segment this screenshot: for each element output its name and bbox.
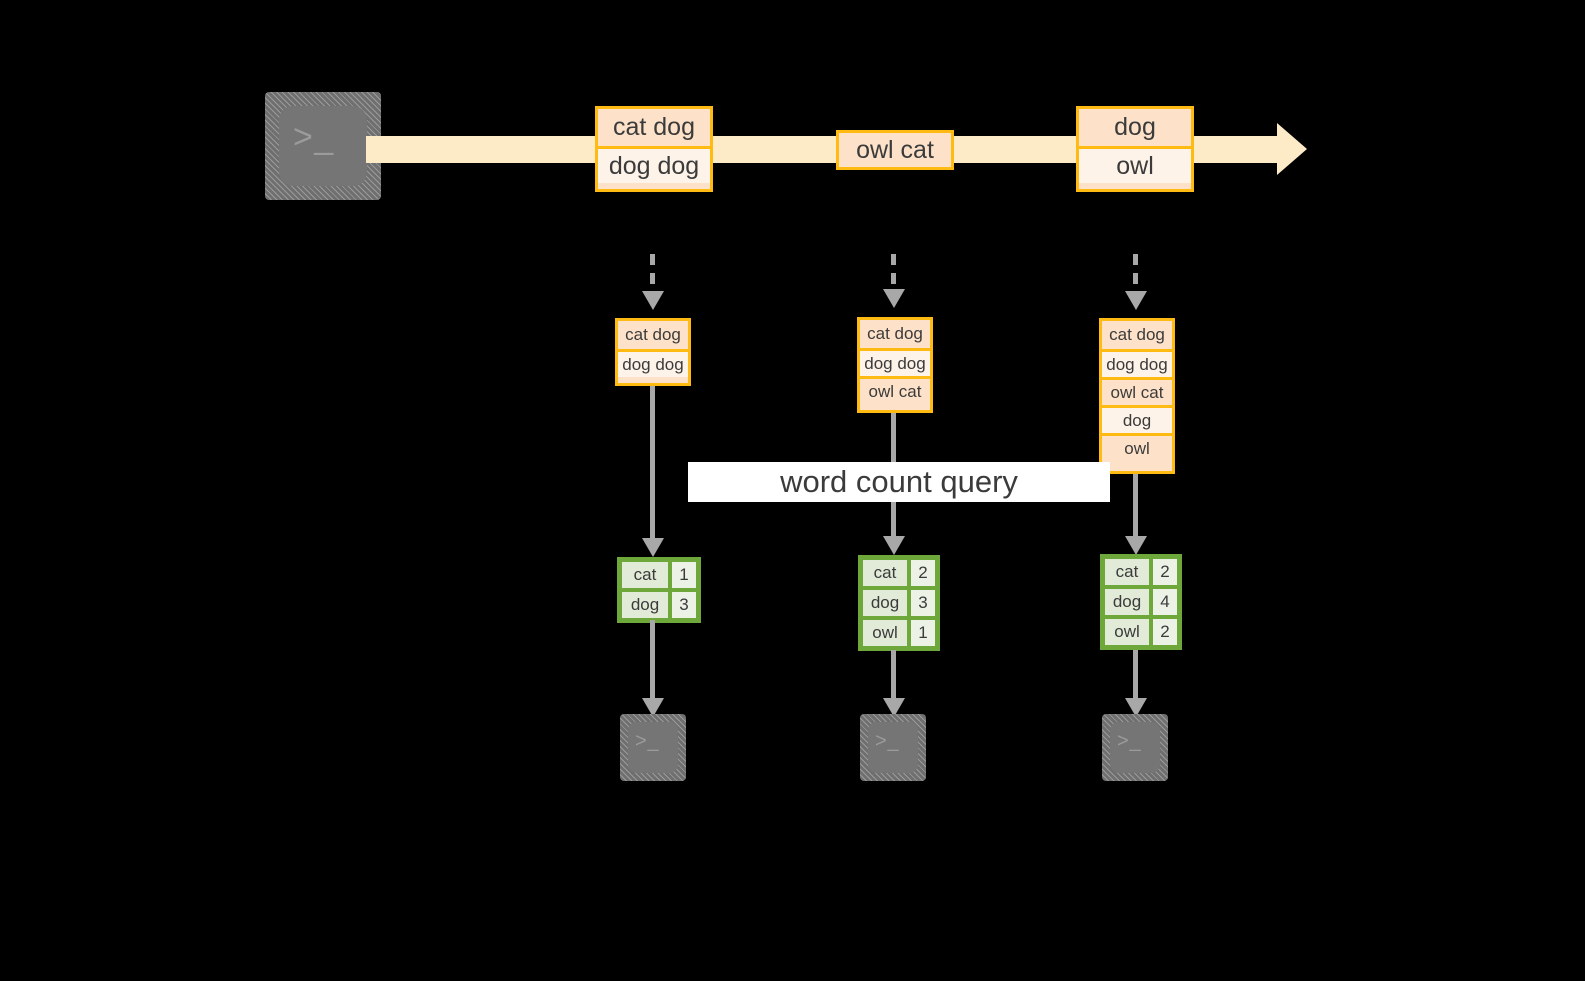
result-value: 3 (909, 588, 937, 618)
sink-flow-arrowhead (642, 698, 664, 717)
sink-flow-line (891, 650, 896, 700)
result-table: cat 2 dog 4 owl 2 (1100, 554, 1182, 650)
result-value: 1 (909, 618, 937, 648)
snapshot-input-line: dog dog (1102, 349, 1172, 377)
record-line: cat dog (598, 109, 710, 146)
snapshot-input-line: dog dog (618, 349, 688, 377)
result-value: 2 (1151, 557, 1179, 587)
result-key: owl (1103, 617, 1151, 647)
result-table: cat 1 dog 3 (617, 557, 701, 623)
terminal-prompt-glyph: >_ (293, 118, 335, 156)
source-terminal-icon: >_ (265, 92, 381, 200)
snapshot-tap-line (1133, 254, 1138, 292)
sink-flow-line (650, 620, 655, 700)
snapshot-tap-arrowhead (642, 291, 664, 310)
result-key: cat (620, 560, 670, 590)
query-flow-arrowhead (883, 536, 905, 555)
terminal-screen (279, 106, 367, 186)
snapshot-input-table: cat dog dog dog owl cat (857, 317, 933, 413)
result-value: 3 (670, 590, 698, 620)
snapshot-input-table: cat dog dog dog owl cat dog owl (1099, 318, 1175, 474)
stream-record: dog owl (1076, 106, 1194, 192)
terminal-screen (1110, 722, 1160, 773)
result-value: 4 (1151, 587, 1179, 617)
terminal-screen (868, 722, 918, 773)
query-flow-arrowhead (642, 538, 664, 557)
sink-flow-line (1133, 650, 1138, 700)
sink-terminal-icon: >_ (860, 714, 926, 781)
snapshot-input-line: cat dog (618, 321, 688, 349)
snapshot-input-line: owl cat (1102, 377, 1172, 405)
result-key: dog (620, 590, 670, 620)
snapshot-tap-line (891, 254, 896, 292)
snapshot-tap-line (650, 254, 655, 292)
result-value: 2 (1151, 617, 1179, 647)
query-flow-line (1133, 474, 1138, 540)
snapshot-input-line: dog dog (860, 348, 930, 376)
sink-flow-arrowhead (1125, 698, 1147, 717)
snapshot-input-line: owl cat (860, 376, 930, 404)
sink-flow-arrowhead (883, 698, 905, 717)
record-line: owl (1079, 146, 1191, 183)
result-value: 1 (670, 560, 698, 590)
snapshot-input-line: cat dog (1102, 321, 1172, 349)
result-key: cat (1103, 557, 1151, 587)
query-flow-line (650, 386, 655, 542)
snapshot-tap-arrowhead (883, 289, 905, 308)
snapshot-input-table: cat dog dog dog (615, 318, 691, 386)
snapshot-input-line: dog (1102, 405, 1172, 433)
terminal-screen (628, 722, 678, 773)
stream-record: cat dog dog dog (595, 106, 713, 192)
stream-record: owl cat (836, 130, 954, 170)
result-key: cat (861, 558, 909, 588)
query-label-band: word count query (688, 462, 1110, 502)
result-key: dog (861, 588, 909, 618)
query-flow-arrowhead (1125, 536, 1147, 555)
record-line: dog dog (598, 146, 710, 183)
result-key: owl (861, 618, 909, 648)
sink-terminal-icon: >_ (1102, 714, 1168, 781)
snapshot-input-line: owl (1102, 433, 1172, 461)
record-line: dog (1079, 109, 1191, 146)
terminal-prompt-glyph: >_ (875, 730, 900, 752)
result-key: dog (1103, 587, 1151, 617)
result-value: 2 (909, 558, 937, 588)
terminal-prompt-glyph: >_ (1117, 730, 1142, 752)
snapshot-input-line: cat dog (860, 320, 930, 348)
snapshot-tap-arrowhead (1125, 291, 1147, 310)
record-line: owl cat (839, 133, 951, 167)
terminal-prompt-glyph: >_ (635, 730, 660, 752)
result-table: cat 2 dog 3 owl 1 (858, 555, 940, 651)
stream-arrowhead (1277, 123, 1307, 175)
query-label-text: word count query (780, 464, 1018, 499)
sink-terminal-icon: >_ (620, 714, 686, 781)
